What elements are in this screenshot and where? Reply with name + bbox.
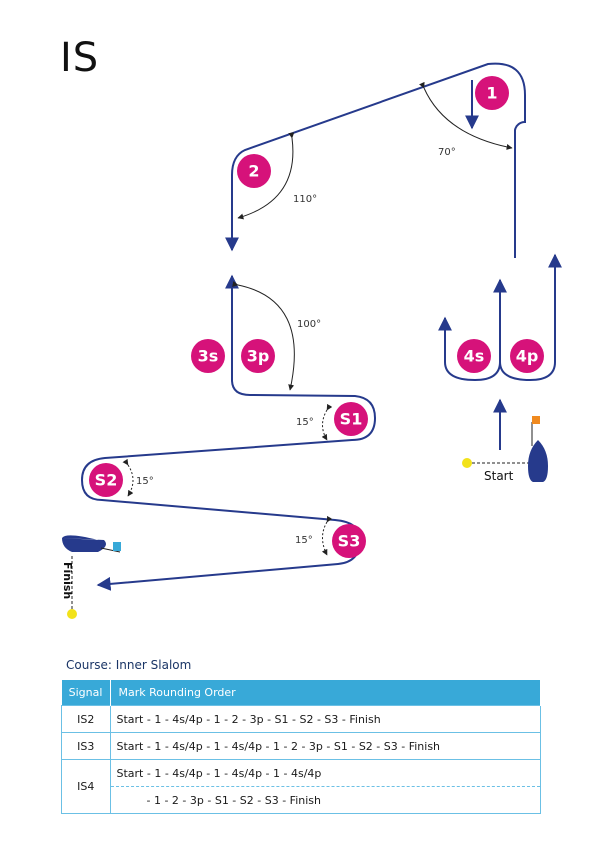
course-caption: Course: Inner Slalom [66,658,192,672]
start-line: Start [462,416,548,483]
finish-line: Finish [61,535,121,619]
page-title: IS [60,35,100,81]
order-cell: Start - 1 - 4s/4p - 1 - 2 - 3p - S1 - S2… [109,705,541,733]
header-signal: Signal [61,680,111,706]
angle-arc-15-s1 [321,403,333,441]
mark-2: 2 [237,154,271,188]
svg-text:3s: 3s [198,347,219,366]
svg-text:4p: 4p [516,347,539,366]
angle-label-100: 100° [297,319,321,330]
start-pin-icon [462,458,472,468]
table-header-row: Signal Mark Rounding Order [61,680,541,706]
finish-pin-icon [67,609,77,619]
finish-flag-icon [113,542,121,551]
start-label: Start [484,469,514,483]
mark-1: 1 [475,76,509,110]
angle-label-110: 110° [293,194,317,205]
svg-text:4s: 4s [464,347,485,366]
course-diagram: 70° 110° 100° 15° 15° 15° 1 2 3s 3p 4s 4… [61,62,562,619]
signal-cell: IS3 [61,732,111,760]
mark-s1: S1 [334,402,368,436]
table-row-continuation: - 1 - 2 - 3p - S1 - S2 - S3 - Finish [62,786,541,814]
mark-4p: 4p [510,339,544,373]
svg-text:2: 2 [248,162,259,181]
mark-s3: S3 [332,524,366,558]
route-slalom [80,282,377,591]
mark-4s: 4s [457,339,491,373]
svg-text:1: 1 [486,84,497,103]
angle-arc-100 [232,280,295,391]
mark-3p: 3p [241,339,275,373]
svg-text:S2: S2 [95,471,118,490]
finish-boat-icon [62,535,106,552]
order-cell: - 1 - 2 - 3p - S1 - S2 - S3 - Finish [109,786,541,814]
angle-label-15-s3: 15° [295,535,313,546]
svg-text:S3: S3 [338,532,361,551]
angle-arc-110 [237,132,295,220]
angle-arc-15-s2 [122,458,134,497]
order-cell: Start - 1 - 4s/4p - 1 - 4s/4p - 1 - 4s/4… [109,759,541,787]
svg-text:S1: S1 [340,410,363,429]
table-row: IS2 Start - 1 - 4s/4p - 1 - 2 - 3p - S1 … [61,705,541,733]
route-4-right-loop [499,253,562,382]
angle-label-70: 70° [438,147,456,158]
angle-label-15-s1: 15° [296,417,314,428]
angle-arc-15-s3 [321,515,333,556]
signal-cell: IS2 [61,705,111,733]
table-row: IS3 Start - 1 - 4s/4p - 1 - 4s/4p - 1 - … [61,732,541,760]
route-4-left-loop [444,278,507,382]
signal-cell: IS4 [61,759,111,814]
mark-s2: S2 [89,463,123,497]
rounding-order-table: Signal Mark Rounding Order IS2 Start - 1… [61,680,541,814]
header-order: Mark Rounding Order [110,680,541,706]
start-flag-icon [532,416,540,424]
route-upper [225,62,526,258]
mark-3s: 3s [191,339,225,373]
start-boat-icon [528,440,548,482]
finish-label: Finish [61,562,74,599]
table-row: IS4 Start - 1 - 4s/4p - 1 - 4s/4p - 1 - … [61,759,541,814]
order-cell: Start - 1 - 4s/4p - 1 - 4s/4p - 1 - 2 - … [109,732,541,760]
angle-label-15-s2: 15° [136,476,154,487]
svg-text:3p: 3p [247,347,270,366]
angle-arc-70 [419,81,513,150]
